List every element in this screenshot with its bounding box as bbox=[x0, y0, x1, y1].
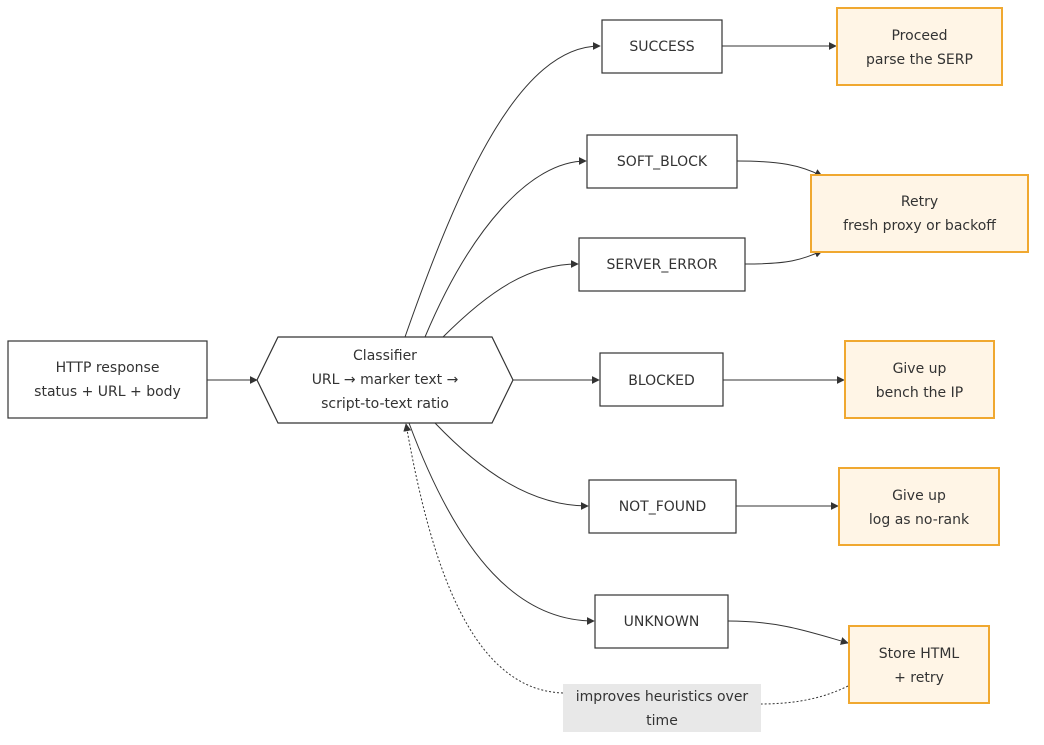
give-up-log-line1: Give up bbox=[892, 488, 946, 504]
outcome-give-up-log[interactable]: Give up log as no-rank bbox=[838, 467, 1000, 546]
store-html-line1: Store HTML bbox=[879, 646, 960, 662]
node-soft-block[interactable]: SOFT_BLOCK bbox=[586, 134, 738, 189]
node-not-found[interactable]: NOT_FOUND bbox=[588, 479, 737, 534]
edge-server-error-to-retry bbox=[744, 250, 823, 265]
store-html-line2: + retry bbox=[894, 670, 944, 686]
classifier-line1: Classifier bbox=[353, 348, 417, 364]
edge-store-html-to-note bbox=[759, 685, 849, 705]
edge-classifier-to-unknown bbox=[408, 422, 595, 625]
outcome-retry[interactable]: Retry fresh proxy or backoff bbox=[810, 174, 1029, 253]
retry-line1: Retry bbox=[901, 194, 938, 210]
edge-note-to-classifier-feedback bbox=[403, 423, 564, 694]
not-found-label: NOT_FOUND bbox=[619, 499, 707, 515]
node-http-response[interactable]: HTTP response status + URL + body bbox=[7, 340, 208, 419]
give-up-log-line2: log as no-rank bbox=[869, 512, 970, 528]
retry-line2: fresh proxy or backoff bbox=[843, 218, 996, 234]
proceed-line1: Proceed bbox=[891, 28, 947, 44]
edges bbox=[207, 42, 849, 705]
soft-block-label: SOFT_BLOCK bbox=[617, 154, 708, 170]
node-blocked[interactable]: BLOCKED bbox=[599, 352, 724, 407]
node-classifier[interactable]: Classifier URL → marker text → script-to… bbox=[256, 336, 514, 424]
feedback-note-line1: improves heuristics over bbox=[576, 689, 749, 705]
blocked-label: BLOCKED bbox=[628, 373, 695, 389]
proceed-line2: parse the SERP bbox=[866, 52, 973, 68]
classifier-line2: URL → marker text → bbox=[312, 372, 459, 388]
node-server-error[interactable]: SERVER_ERROR bbox=[578, 237, 746, 292]
outcome-give-up-bench[interactable]: Give up bench the IP bbox=[844, 340, 995, 419]
give-up-bench-line1: Give up bbox=[893, 361, 947, 377]
edge-classifier-to-success bbox=[404, 42, 601, 338]
give-up-bench-line2: bench the IP bbox=[876, 385, 963, 401]
edge-unknown-to-store-html bbox=[727, 620, 849, 645]
node-success[interactable]: SUCCESS bbox=[601, 19, 723, 74]
http-response-line1: HTTP response bbox=[56, 360, 160, 376]
server-error-label: SERVER_ERROR bbox=[607, 257, 718, 273]
outcome-proceed[interactable]: Proceed parse the SERP bbox=[836, 7, 1003, 86]
unknown-label: UNKNOWN bbox=[624, 614, 700, 630]
edge-classifier-to-soft-block bbox=[424, 157, 587, 338]
node-unknown[interactable]: UNKNOWN bbox=[594, 594, 729, 649]
edge-classifier-to-server-error bbox=[442, 260, 579, 338]
feedback-note-line2: time bbox=[646, 713, 678, 729]
http-response-line2: status + URL + body bbox=[34, 384, 181, 400]
feedback-note: improves heuristics over time bbox=[563, 684, 761, 732]
outcome-store-html[interactable]: Store HTML + retry bbox=[848, 625, 990, 704]
success-label: SUCCESS bbox=[629, 39, 694, 55]
classifier-line3: script-to-text ratio bbox=[321, 396, 449, 412]
edge-classifier-to-not-found bbox=[434, 422, 589, 510]
edge-soft-block-to-retry bbox=[736, 160, 823, 177]
